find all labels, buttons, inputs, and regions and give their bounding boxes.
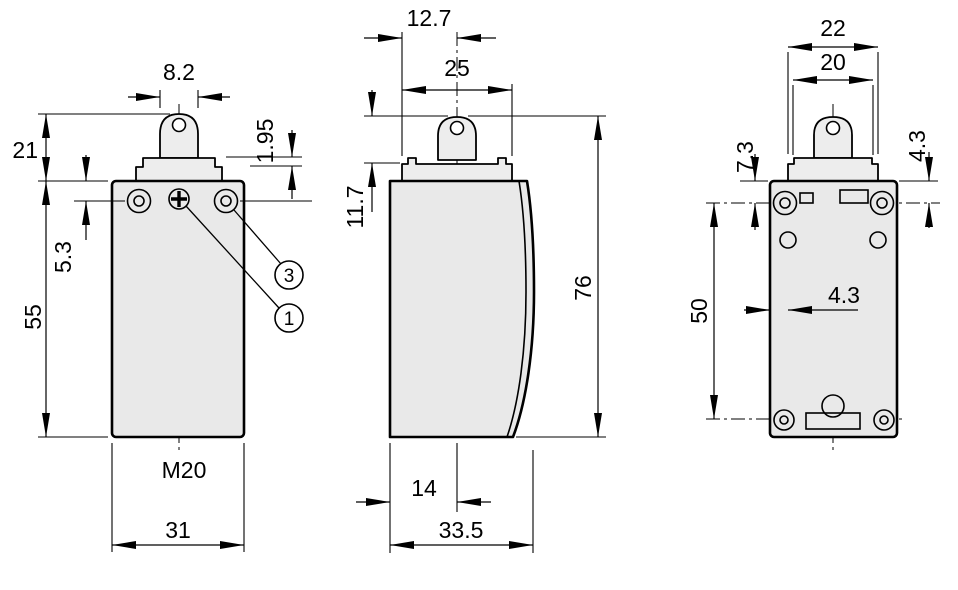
body-inner-curve bbox=[506, 180, 527, 438]
dim-label-plunger-height: 11.7 bbox=[342, 185, 368, 228]
mounting-screw-right bbox=[213, 188, 239, 214]
head-flange bbox=[787, 157, 879, 182]
callout-circle bbox=[274, 303, 304, 333]
thread-label: M20 bbox=[162, 457, 207, 483]
plunger bbox=[437, 116, 477, 161]
callout-label-plunger: 1 bbox=[284, 309, 295, 330]
dim-body-height: 55 bbox=[20, 181, 108, 438]
screw-bottom-left-inner bbox=[779, 415, 789, 425]
dim-plunger-width: 8.2 bbox=[128, 59, 230, 108]
roller-pin bbox=[449, 120, 465, 136]
dim-head-inner-width: 20 bbox=[792, 49, 874, 155]
dim-label-head-width: 25 bbox=[444, 55, 470, 81]
dim-label-body-width: 31 bbox=[165, 517, 191, 543]
mounting-hole-left bbox=[779, 231, 797, 249]
plunger bbox=[159, 113, 199, 159]
callout-3: 3 bbox=[233, 209, 304, 290]
dim-label-pretravel: 1.95 bbox=[252, 119, 278, 164]
switch-body bbox=[768, 179, 899, 439]
switch-body bbox=[110, 179, 246, 439]
screw-top-right-inner bbox=[876, 197, 888, 209]
plunger bbox=[813, 116, 853, 159]
dim-label-head-inner-width: 20 bbox=[820, 49, 846, 75]
center-screw-cross bbox=[171, 191, 187, 207]
dim-label-side-hole-offset: 4.3 bbox=[904, 130, 930, 162]
dim-label-plunger-width: 8.2 bbox=[163, 59, 195, 85]
screw-bottom-right bbox=[873, 409, 895, 431]
dim-body-depth: 33.5 bbox=[390, 450, 534, 553]
dim-pretravel: 1.95 bbox=[226, 119, 312, 202]
dim-top-hole-offset: 7.3 bbox=[732, 141, 768, 230]
dim-plunger-offset: 12.7 bbox=[364, 5, 496, 156]
screw-top-right bbox=[869, 190, 895, 216]
dim-label-plunger-offset: 12.7 bbox=[407, 5, 452, 31]
callout-circle bbox=[274, 260, 304, 290]
dim-label-hole-spacing: 50 bbox=[686, 298, 712, 324]
dim-label-head-height: 21 bbox=[12, 137, 38, 163]
dim-label-top-hole-offset: 7.3 bbox=[732, 141, 758, 173]
leader-line bbox=[233, 209, 282, 265]
front-view: 8.2 21 1.95 5.3 55 M20 bbox=[12, 59, 312, 552]
callout-1: 1 bbox=[185, 205, 304, 333]
screw-bottom-right-inner bbox=[879, 415, 889, 425]
center-screw bbox=[168, 188, 190, 210]
rear-view: 22 20 7.3 4.3 50 4.3 bbox=[686, 15, 940, 452]
leader-line bbox=[185, 205, 280, 309]
dim-label-hole-offset: 5.3 bbox=[50, 241, 76, 273]
roller-pin bbox=[171, 117, 187, 133]
dim-head-width: 25 bbox=[402, 55, 513, 156]
head-flange bbox=[135, 157, 223, 182]
mounting-screw-right-inner bbox=[220, 195, 232, 207]
dim-total-height: 76 bbox=[468, 115, 606, 438]
mounting-hole-right bbox=[869, 231, 887, 249]
dim-label-body-height: 55 bbox=[20, 304, 46, 330]
dim-label-head-outer-width: 22 bbox=[820, 15, 846, 41]
dim-head-outer-width: 22 bbox=[787, 15, 879, 154]
head-flange bbox=[401, 157, 513, 182]
dim-label-axis-offset: 14 bbox=[411, 475, 437, 501]
dim-label-edge-hole-offset: 4.3 bbox=[828, 282, 860, 308]
dim-label-body-depth: 33.5 bbox=[439, 517, 484, 543]
switch-body bbox=[388, 179, 536, 439]
mounting-screw-left-inner bbox=[133, 195, 145, 207]
side-view: 12.7 25 11.7 76 14 bbox=[342, 5, 606, 553]
cable-entry-plate bbox=[805, 412, 861, 430]
dim-hole-offset: 5.3 bbox=[50, 155, 125, 273]
dim-plunger-height: 11.7 bbox=[342, 90, 448, 229]
screw-bottom-left bbox=[773, 409, 795, 431]
dim-axis-offset: 14 bbox=[356, 443, 491, 553]
cable-entry-boss bbox=[821, 394, 845, 418]
roller-pin bbox=[825, 120, 841, 136]
dim-label-total-height: 76 bbox=[570, 275, 596, 301]
mounting-screw-left bbox=[126, 188, 152, 214]
dim-side-hole-offset: 4.3 bbox=[899, 130, 938, 228]
terminal-block bbox=[839, 189, 869, 204]
dim-edge-hole-offset: 4.3 bbox=[744, 282, 860, 314]
dim-hole-spacing: 50 bbox=[686, 203, 718, 419]
dim-body-width: 31 bbox=[111, 443, 245, 552]
screw-top-left bbox=[772, 190, 798, 216]
screw-top-left-inner bbox=[779, 197, 791, 209]
terminal-tab bbox=[799, 192, 814, 204]
callout-label-head: 3 bbox=[284, 266, 295, 287]
